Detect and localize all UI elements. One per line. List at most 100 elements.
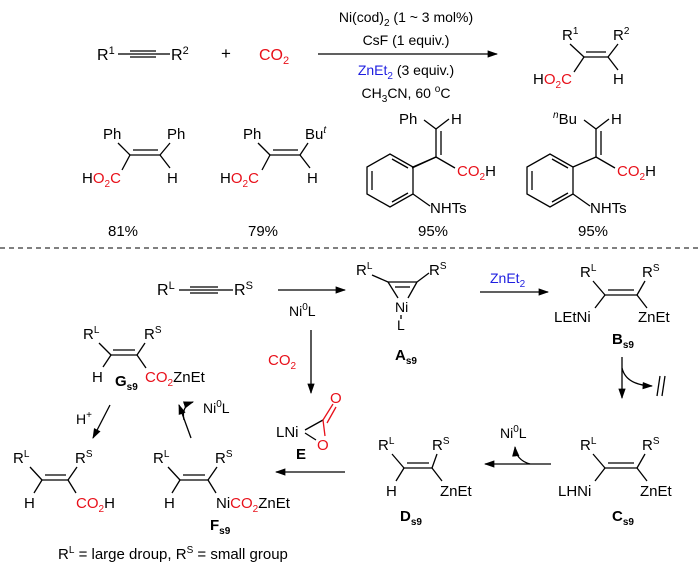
ex1-left-sub: Ph xyxy=(103,126,121,143)
mech-start-alkyne: RL RS xyxy=(157,280,253,299)
F-substituent: NiCO2ZnEt xyxy=(216,495,291,515)
intermediate-E: LNi O O E xyxy=(276,390,342,463)
final-product: RL RS H CO2H xyxy=(13,449,115,515)
ex2-left-sub: Ph xyxy=(243,126,261,143)
ex2-yield: 79% xyxy=(248,223,278,240)
arrow-G-to-product xyxy=(92,404,111,439)
D-rs: RS xyxy=(432,436,450,454)
reactant-alkyne: R1 R2 xyxy=(97,45,189,64)
condition-catalyst: Ni(cod)2 (1 ~ 3 mol%) xyxy=(339,9,473,29)
example-1: Ph Ph H HO2C 81% xyxy=(82,126,185,240)
condition-additive: CsF (1 equiv.) xyxy=(363,32,450,48)
ni0l-release-arrow-1 xyxy=(512,445,531,465)
A-rs: RS xyxy=(429,261,447,279)
co2-branch-reagent: CO2 xyxy=(268,352,297,372)
r1-label: R1 xyxy=(97,45,115,64)
ex2-right-sub: But xyxy=(305,125,327,143)
E-oxygen-2: O xyxy=(317,437,329,454)
E-lni: LNi xyxy=(276,424,299,441)
intermediate-B: RL RS LEtNi ZnEt Bs9 xyxy=(554,263,671,351)
product-r1: R1 xyxy=(562,26,579,44)
ni0l-released-1: Ni0L xyxy=(500,424,527,441)
ni0l-released-2: Ni0L xyxy=(203,399,230,416)
arrow-F-to-G xyxy=(178,404,192,439)
intermediate-G: RL RS H Gs9 CO2ZnEt xyxy=(83,325,206,393)
G-rs: RS xyxy=(144,325,162,343)
label-G: Gs9 xyxy=(115,373,138,393)
final-rs: RS xyxy=(75,449,93,467)
label-A: As9 xyxy=(395,347,417,367)
A-rl: RL xyxy=(356,261,373,279)
D-rl: RL xyxy=(378,436,395,454)
label-E: E xyxy=(296,446,306,463)
ex3-h: H xyxy=(451,111,462,128)
ex3-vinyl-sub: Ph xyxy=(399,111,417,128)
example-2: Ph But H HO2C 79% xyxy=(220,125,327,240)
ex4-acid: CO2H xyxy=(617,163,656,183)
G-rl: RL xyxy=(83,325,100,343)
label-C: Cs9 xyxy=(612,508,634,528)
ex4-amine: NHTs xyxy=(590,200,627,217)
final-rl: RL xyxy=(13,449,30,467)
product-acid: HO2C xyxy=(533,71,572,91)
B-left: LEtNi xyxy=(554,309,591,326)
plus-sign: + xyxy=(221,44,231,63)
general-product: R1 R2 H HO2C xyxy=(533,26,630,91)
C-rl: RL xyxy=(580,436,597,454)
legend-text: RL = large droup, RS = small group xyxy=(58,545,288,563)
B-rs: RS xyxy=(642,263,660,281)
product-h: H xyxy=(613,71,624,88)
D-h: H xyxy=(386,483,397,500)
ex2-acid: HO2C xyxy=(220,170,259,190)
F-rs: RS xyxy=(215,449,233,467)
ex1-acid: HO2C xyxy=(82,170,121,190)
product-r2: R2 xyxy=(613,26,630,44)
start-rl: RL xyxy=(157,280,175,299)
ni0l-reagent: Ni0L xyxy=(289,302,316,319)
ex4-vinyl-sub: nBu xyxy=(553,110,577,128)
example-3: Ph H CO2H NHTs 95% xyxy=(366,111,496,240)
final-acid: CO2H xyxy=(76,495,115,515)
ex3-amine: NHTs xyxy=(430,200,467,217)
E-oxygen-1: O xyxy=(330,390,342,407)
top-reaction: R1 R2 + CO2 Ni(cod)2 (1 ~ 3 mol%) CsF (1… xyxy=(97,9,630,105)
example-4: nBu H CO2H NHTs 95% xyxy=(526,110,656,240)
intermediate-C: RL RS LHNi ZnEt Cs9 xyxy=(558,436,673,528)
ex3-acid: CO2H xyxy=(457,163,496,183)
proton-reagent: H+ xyxy=(76,410,92,427)
ni0l-release-arrow-2 xyxy=(182,401,194,421)
intermediate-A: RL RS Ni L As9 xyxy=(356,261,447,367)
label-F: Fs9 xyxy=(210,517,231,537)
ethylene-icon xyxy=(656,375,666,397)
ex2-h: H xyxy=(307,170,318,187)
ex1-right-sub: Ph xyxy=(167,126,185,143)
znet2-reagent: ZnEt2 xyxy=(490,270,526,290)
A-ligand: L xyxy=(397,317,405,333)
G-h: H xyxy=(92,369,103,386)
B-rl: RL xyxy=(580,263,597,281)
ex1-yield: 81% xyxy=(108,223,138,240)
condition-solvent-temp: CH3CN, 60 oC xyxy=(362,84,451,105)
C-rs: RS xyxy=(642,436,660,454)
ex4-h: H xyxy=(611,111,622,128)
ex3-yield: 95% xyxy=(418,223,448,240)
r2-label: R2 xyxy=(171,45,189,64)
C-left: LHNi xyxy=(558,483,591,500)
label-D: Ds9 xyxy=(400,508,422,528)
F-h: H xyxy=(164,495,175,512)
start-rs: RS xyxy=(234,280,253,299)
C-right: ZnEt xyxy=(640,483,673,500)
co2-reagent: CO2 xyxy=(259,47,289,67)
label-B: Bs9 xyxy=(612,331,634,351)
G-substituent: CO2ZnEt xyxy=(145,369,206,389)
ethylene-release-arrow xyxy=(621,367,654,390)
ex4-yield: 95% xyxy=(578,223,608,240)
F-rl: RL xyxy=(153,449,170,467)
A-ni: Ni xyxy=(395,299,408,315)
condition-reductant: ZnEt2 (3 equiv.) xyxy=(358,62,454,82)
B-right: ZnEt xyxy=(638,309,671,326)
intermediate-D: RL RS H ZnEt Ds9 xyxy=(378,436,473,528)
ex1-h: H xyxy=(167,170,178,187)
final-h: H xyxy=(24,495,35,512)
